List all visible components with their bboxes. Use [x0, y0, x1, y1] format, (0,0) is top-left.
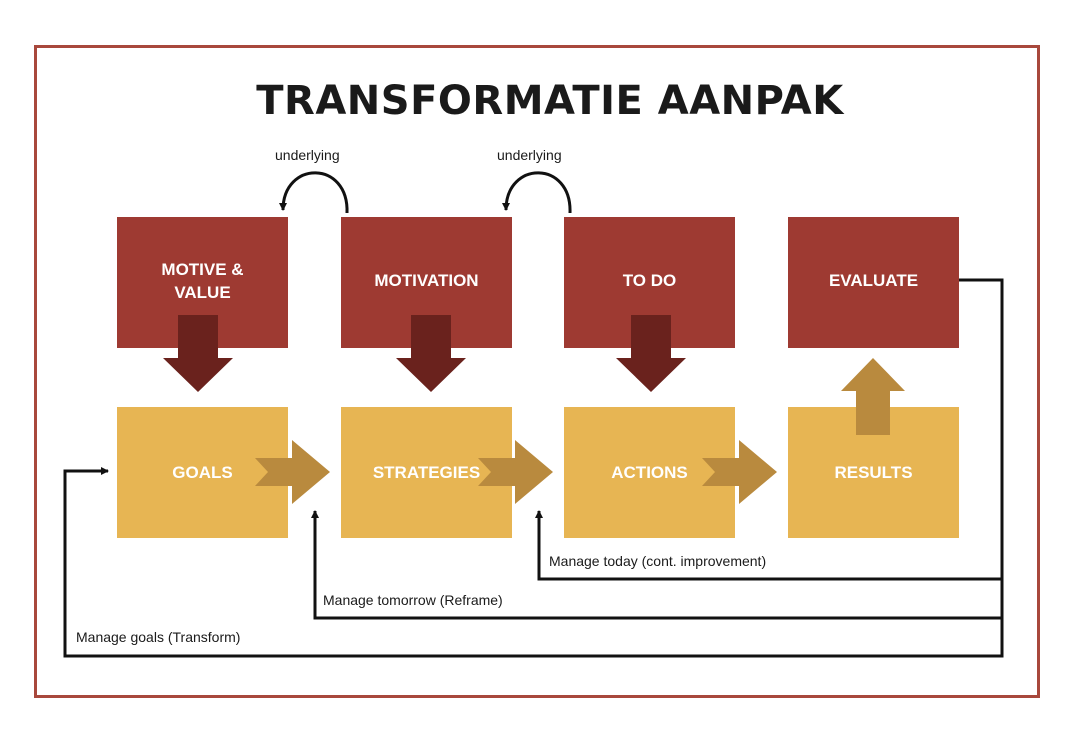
- box-label: STRATEGIES: [372, 463, 481, 482]
- manage-today-label: Manage today (cont. improvement): [549, 553, 767, 569]
- underlying-label: underlying: [275, 147, 340, 163]
- diagram-title: TRANSFORMATIE AANPAK: [256, 78, 844, 124]
- box-goals: GOALS: [117, 407, 288, 538]
- loop-arrow-icon: [502, 171, 572, 214]
- right-arrow-icon: [478, 440, 553, 504]
- box-label: GOALS: [172, 463, 233, 482]
- box-actions: ACTIONS: [564, 407, 735, 538]
- box-label: TO DO: [622, 271, 677, 290]
- right-arrow-icon: [702, 440, 777, 504]
- feedback-line-today: [535, 278, 1004, 581]
- box-label: MOTIVATION: [374, 271, 479, 290]
- box-label: EVALUATE: [828, 271, 919, 290]
- feedback-line-tomorrow: [311, 510, 1004, 620]
- manage-tomorrow-label: Manage tomorrow (Reframe): [323, 592, 503, 608]
- down-arrow-icon: [163, 315, 233, 392]
- box-strategies: STRATEGIES: [341, 407, 512, 538]
- down-arrow-icon: [616, 315, 686, 392]
- right-arrow-icon: [255, 440, 330, 504]
- manage-goals-label: Manage goals (Transform): [76, 629, 241, 645]
- box-label: RESULTS: [834, 463, 913, 482]
- diagram-frame: [34, 45, 1040, 698]
- up-arrow-icon: [841, 358, 905, 435]
- box-label-line1: MOTIVE &: [161, 259, 244, 279]
- feedback-line-goals: [63, 467, 1004, 658]
- underlying-label: underlying: [497, 147, 562, 163]
- loop-arrow-icon: [279, 171, 349, 214]
- box-label: ACTIONS: [611, 463, 688, 482]
- down-arrow-icon: [396, 315, 466, 392]
- box-evaluate: EVALUATE: [788, 217, 959, 348]
- box-label-line2: VALUE: [174, 282, 231, 302]
